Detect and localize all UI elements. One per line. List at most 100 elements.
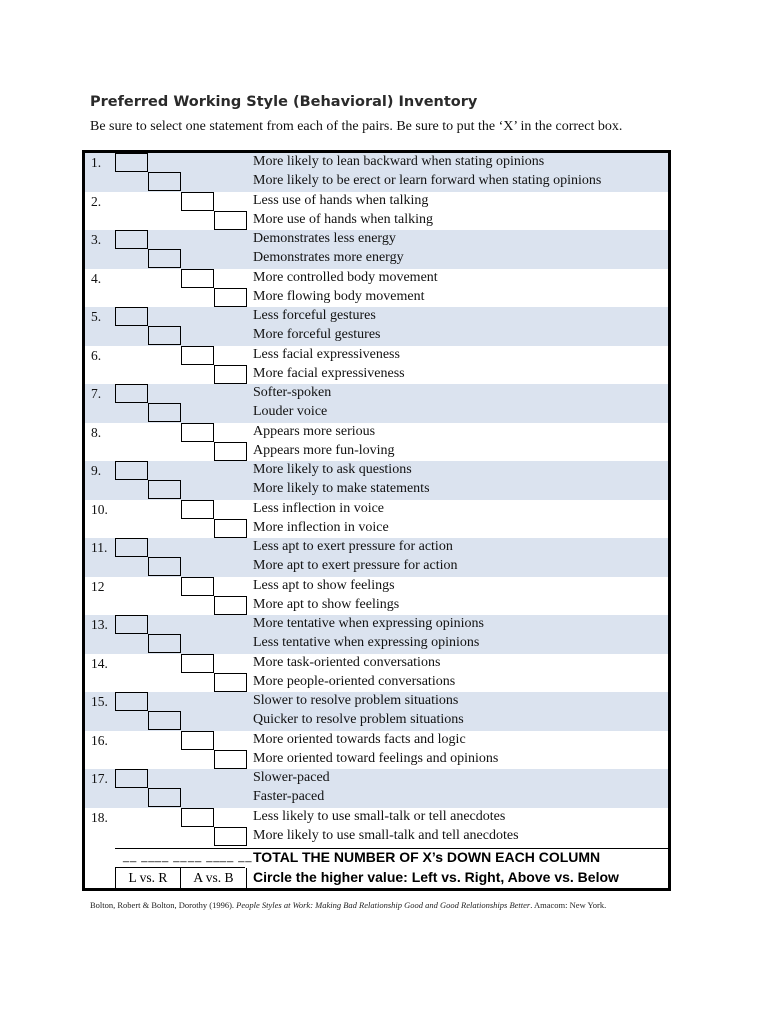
citation: Bolton, Robert & Bolton, Dorothy (1996).… xyxy=(90,900,606,910)
checkbox-statement-b[interactable] xyxy=(148,326,181,345)
checkbox-statement-b[interactable] xyxy=(214,518,247,538)
checkbox-statement-a[interactable] xyxy=(181,653,214,673)
blank-4: __ __ xyxy=(220,851,253,863)
checkbox-statement-a[interactable] xyxy=(115,384,148,403)
statement-b: More flowing body movement xyxy=(253,288,425,304)
item-number: 14. xyxy=(91,655,108,671)
checkbox-statement-a[interactable] xyxy=(181,807,214,827)
statement-b: More people-oriented conversations xyxy=(253,673,456,689)
statement-a: Slower-paced xyxy=(253,770,330,785)
checkbox-statement-b[interactable] xyxy=(148,249,181,268)
checkbox-statement-b[interactable] xyxy=(148,480,181,499)
checkbox-statement-a[interactable] xyxy=(115,230,148,249)
checkbox-statement-b[interactable] xyxy=(148,172,181,191)
statement-b: Appears more fun-loving xyxy=(253,442,395,458)
checkbox-statement-a[interactable] xyxy=(181,422,214,442)
item-row: 18.Less likely to use small-talk or tell… xyxy=(85,807,668,847)
checkbox-statement-a[interactable] xyxy=(115,307,148,326)
checkbox-statement-a[interactable] xyxy=(115,692,148,711)
vs-divider xyxy=(115,867,245,868)
checkbox-statement-b[interactable] xyxy=(214,672,247,692)
statement-a: Slower to resolve problem situations xyxy=(253,693,459,708)
checkbox-statement-b[interactable] xyxy=(214,826,247,846)
checkbox-statement-a[interactable] xyxy=(181,576,214,596)
checkbox-statement-a[interactable] xyxy=(181,268,214,288)
statement-a: Less inflection in voice xyxy=(253,500,385,516)
statement-b: Less tentative when expressing opinions xyxy=(253,635,480,650)
item-row: 13. More tentative when expressing opinio… xyxy=(85,615,668,654)
instructions: Be sure to select one statement from eac… xyxy=(90,119,623,134)
citation-book: People Styles at Work: Making Bad Relati… xyxy=(236,900,531,910)
checkbox-statement-b[interactable] xyxy=(148,557,181,576)
page-title: Preferred Working Style (Behavioral) Inv… xyxy=(90,94,478,110)
circle-instruction: Circle the higher value: Left vs. Right,… xyxy=(253,869,619,885)
blank-1: __ __ xyxy=(123,851,156,863)
checkbox-statement-b[interactable] xyxy=(214,749,247,769)
statement-a: Less likely to use small-talk or tell an… xyxy=(253,808,506,824)
checkbox-statement-b[interactable] xyxy=(214,595,247,615)
statement-b: More use of hands when talking xyxy=(253,211,434,227)
statement-b: More likely to be erect or learn forward… xyxy=(253,173,602,188)
statement-b: Demonstrates more energy xyxy=(253,250,404,265)
checkbox-statement-a[interactable] xyxy=(181,730,214,750)
inventory-table: 18.Less likely to use small-talk or tell… xyxy=(82,150,671,891)
checkbox-statement-b[interactable] xyxy=(214,441,247,461)
blank-3: __ __ xyxy=(188,851,221,863)
statement-b: More apt to exert pressure for action xyxy=(253,558,458,573)
left-vs-right-cell[interactable]: L vs. R xyxy=(115,868,181,888)
statement-a: More likely to lean backward when statin… xyxy=(253,154,545,169)
statement-b: More apt to show feelings xyxy=(253,596,400,612)
checkbox-statement-b[interactable] xyxy=(214,210,247,230)
statement-a: More controlled body movement xyxy=(253,269,438,285)
statement-a: More likely to ask questions xyxy=(253,462,412,477)
statement-b: More facial expressiveness xyxy=(253,365,405,381)
statement-a: Softer-spoken xyxy=(253,385,332,400)
checkbox-statement-b[interactable] xyxy=(148,711,181,730)
checkbox-statement-b[interactable] xyxy=(148,403,181,422)
statement-b: More forceful gestures xyxy=(253,327,381,342)
statement-a: More oriented towards facts and logic xyxy=(253,731,466,747)
checkbox-statement-b[interactable] xyxy=(214,364,247,384)
checkbox-statement-a[interactable] xyxy=(115,461,148,480)
item-number: 3. xyxy=(91,232,102,247)
statement-a: Appears more serious xyxy=(253,423,376,439)
statement-a: Less facial expressiveness xyxy=(253,346,400,362)
item-row: 16. More oriented towards facts and logic… xyxy=(85,730,668,770)
citation-publisher: . Amacom: New York. xyxy=(530,900,607,910)
item-number: 1. xyxy=(91,155,102,170)
item-number: 15. xyxy=(91,694,108,709)
item-number: 9. xyxy=(91,463,102,478)
checkbox-statement-a[interactable] xyxy=(115,615,148,634)
checkbox-statement-a[interactable] xyxy=(181,499,214,519)
statement-b: More oriented toward feelings and opinio… xyxy=(253,750,499,766)
checkbox-statement-b[interactable] xyxy=(148,634,181,653)
item-number: 10. xyxy=(91,501,108,517)
statement-b: Quicker to resolve problem situations xyxy=(253,712,464,727)
item-number: 13. xyxy=(91,617,108,632)
item-row: 11.Less apt to exert pressure for action… xyxy=(85,538,668,577)
statement-a: More tentative when expressing opinions xyxy=(253,616,484,631)
statement-b: More inflection in voice xyxy=(253,519,389,535)
statement-a: Less apt to show feelings xyxy=(253,577,395,593)
checkbox-statement-b[interactable] xyxy=(148,788,181,807)
checkbox-statement-a[interactable] xyxy=(115,153,148,172)
item-number: 5. xyxy=(91,309,102,324)
statement-a: Less use of hands when talking xyxy=(253,192,429,208)
checkbox-statement-a[interactable] xyxy=(181,345,214,365)
checkbox-statement-a[interactable] xyxy=(181,191,214,211)
citation-authors: Bolton, Robert & Bolton, Dorothy (1996). xyxy=(90,900,235,910)
checkbox-statement-b[interactable] xyxy=(214,287,247,307)
item-number: 16. xyxy=(91,732,108,748)
above-vs-below-cell[interactable]: A vs. B xyxy=(181,868,247,888)
checkbox-statement-a[interactable] xyxy=(115,769,148,788)
checkbox-statement-a[interactable] xyxy=(115,538,148,557)
